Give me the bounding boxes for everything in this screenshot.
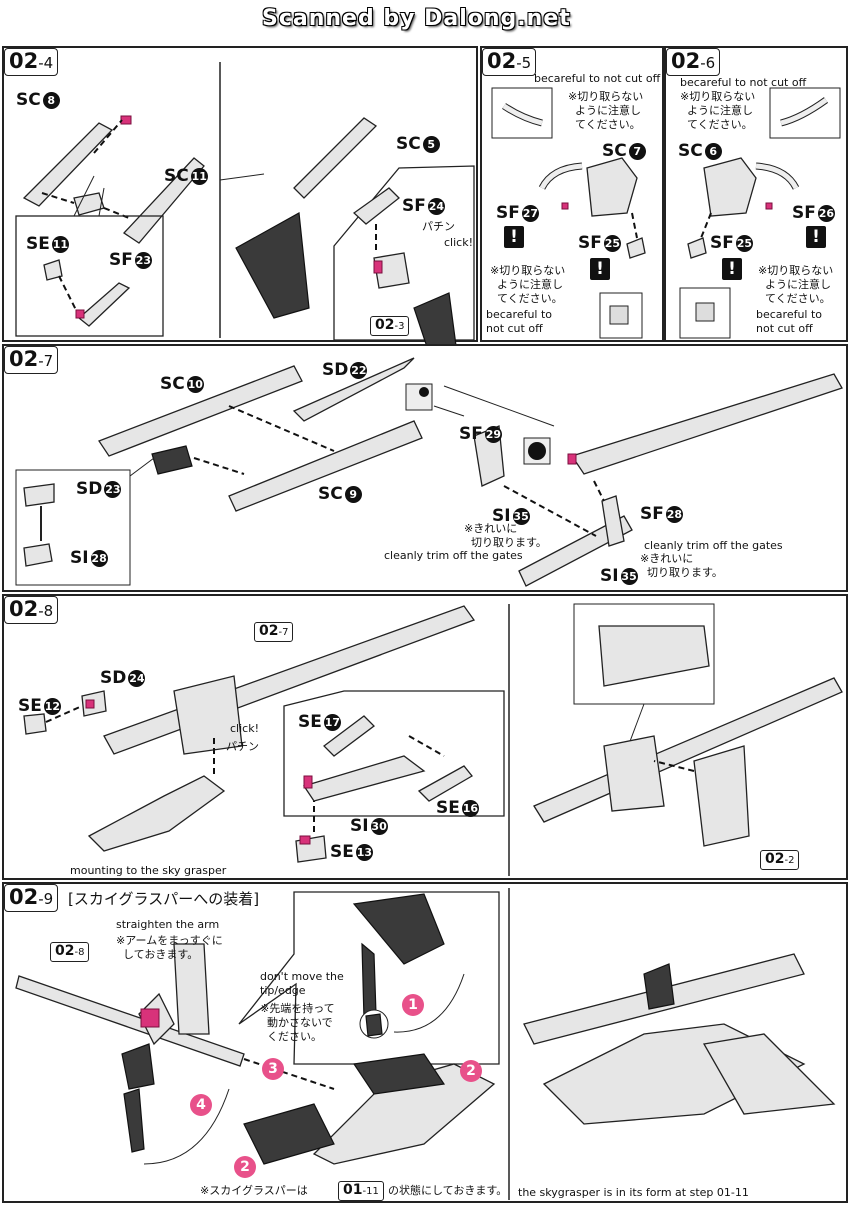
panel-step-02-9: 02-9 [スカイグラスパーへの装着] 1 2 3 4 2 straighten… <box>2 882 848 1203</box>
scan-header: Scanned by Dalong.net <box>0 0 850 44</box>
jp-note-top: ※切り取らない ように注意し てください。 <box>680 90 756 131</box>
trim-note: cleanly trim off the gates <box>384 549 523 562</box>
step-arrow-2b: 2 <box>234 1156 256 1178</box>
scan-title: Scanned by Dalong.net <box>262 6 571 31</box>
reference-step: 02-7 <box>254 622 294 642</box>
parts-illustration <box>679 87 841 339</box>
jp-trim-note: ※きれいに 切り取ります。 <box>464 522 547 549</box>
step-number: 02-6 <box>666 48 721 76</box>
panel-step-02-5: 02-5 becareful to not cut off ※切り取らない よう… <box>480 46 664 342</box>
step-arrow-2: 2 <box>460 1060 482 1082</box>
parts-illustration <box>15 888 836 1200</box>
form-note: the skygrasper is in its form at step 01… <box>518 1186 749 1199</box>
jp-note-bottom: ※切り取らない ように注意し てください。 <box>490 264 566 305</box>
step-arrow-4: 4 <box>190 1094 212 1116</box>
parts-illustration <box>15 62 475 369</box>
warning-icon: ! <box>806 226 826 248</box>
straighten-jp: ※アームをまっすぐに しておきます。 <box>116 934 223 961</box>
reference-step: 02-2 <box>760 850 800 870</box>
step-number: 02-5 <box>482 48 537 76</box>
warning-icon: ! <box>722 258 742 280</box>
jp-note-top: ※切り取らない ように注意し てください。 <box>568 90 644 131</box>
step-number: 02-7 <box>4 346 59 374</box>
step-number: 02-9 <box>4 884 59 912</box>
click-note: click! <box>444 236 473 249</box>
jp-trim-note: ※きれいに 切り取ります。 <box>640 552 723 579</box>
reference-step: 02-8 <box>50 942 90 962</box>
jp-note-bottom: ※切り取らない ように注意し てください。 <box>758 264 834 305</box>
careful-note-top: becareful to not cut off <box>680 76 807 89</box>
reference-step: 02-3 <box>370 316 410 336</box>
click-sound-jp: パチン <box>422 220 455 233</box>
step-arrow-1: 1 <box>402 994 424 1016</box>
parts-illustration <box>491 87 646 339</box>
footer-jp-b: の状態にしておきます。 <box>388 1184 508 1197</box>
trim-note: cleanly trim off the gates <box>644 539 783 552</box>
parts-illustration <box>15 357 843 587</box>
warning-icon: ! <box>590 258 610 280</box>
footer-reference-step: 01-11 <box>338 1181 384 1201</box>
straighten-note: straighten the arm <box>116 918 220 931</box>
step-title-jp: [スカイグラスパーへの装着] <box>68 890 260 908</box>
click-sound-jp: パチン <box>226 740 259 753</box>
footer-jp-a: ※スカイグラスパーは <box>200 1184 308 1197</box>
panel-step-02-6: 02-6 becareful to not cut off ※切り取らない よう… <box>664 46 848 342</box>
step-number: 02-8 <box>4 596 59 624</box>
click-note: click! <box>230 722 259 735</box>
careful-note-bottom: becareful to not cut off <box>756 308 823 335</box>
dont-move-jp: ※先端を持って 動かさないで ください。 <box>260 1002 335 1043</box>
careful-note-top: becareful to not cut off <box>534 72 661 85</box>
mount-note: mounting to the sky grasper <box>70 864 227 877</box>
step-arrow-3: 3 <box>262 1058 284 1080</box>
warning-icon: ! <box>504 226 524 248</box>
step-number: 02-4 <box>4 48 59 76</box>
careful-note-bottom: becareful to not cut off <box>486 308 553 335</box>
dont-move-note: don't move the tip/edge <box>260 970 344 997</box>
parts-illustration <box>23 603 843 876</box>
